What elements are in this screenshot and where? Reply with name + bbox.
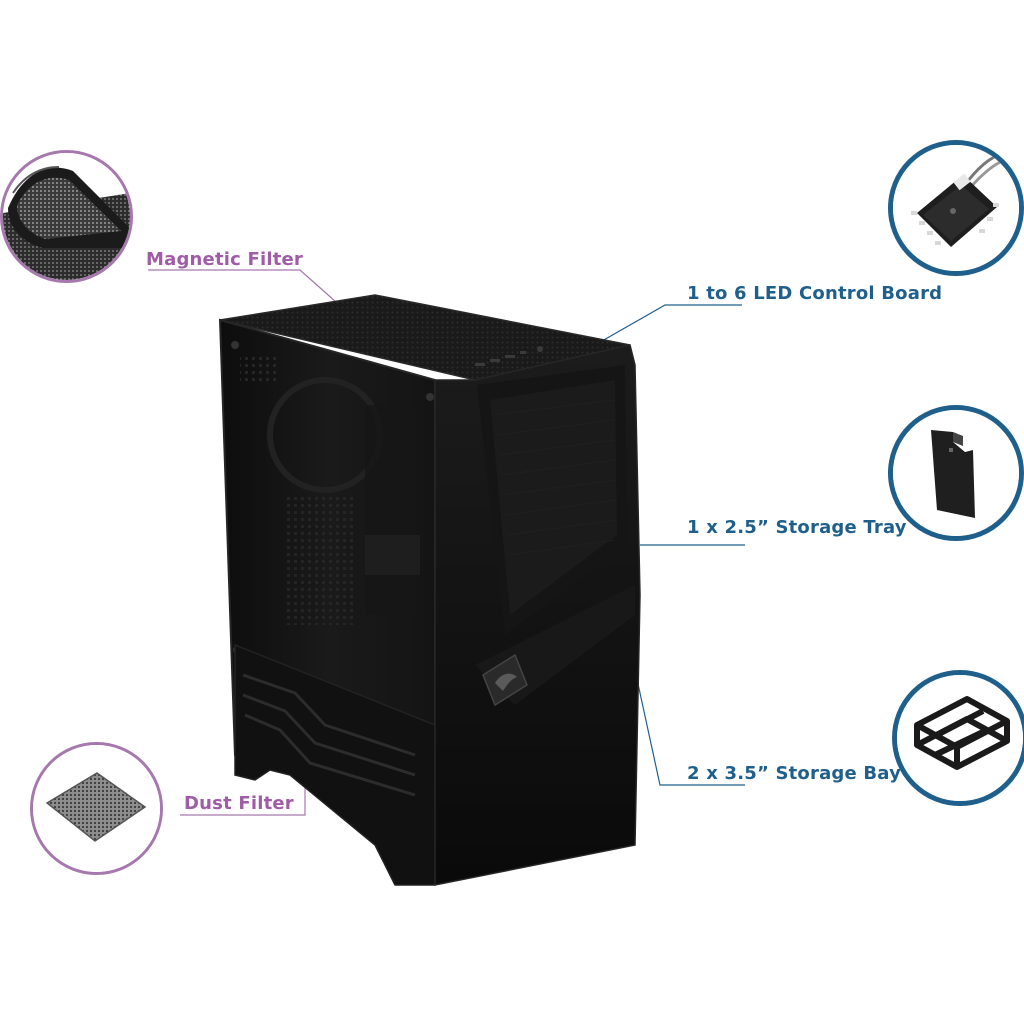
storage-tray-circle (888, 405, 1024, 541)
led-control-board-icon (893, 145, 1019, 271)
storage-bay-icon (897, 675, 1023, 801)
magnetic-filter-icon (3, 153, 130, 280)
dust-filter-icon (33, 745, 160, 872)
dust-filter-label: Dust Filter (184, 793, 294, 814)
magnetic-filter-label: Magnetic Filter (146, 249, 304, 270)
pc-case-image (215, 285, 655, 900)
dust-filter-circle (30, 742, 163, 875)
storage-bay-label: 2 x 3.5” Storage Bay (687, 763, 902, 784)
led-control-board-label: 1 to 6 LED Control Board (687, 283, 943, 304)
storage-bay-circle (892, 670, 1024, 806)
storage-tray-icon (893, 410, 1019, 536)
magnetic-filter-circle (0, 150, 133, 283)
msi-dragon-logo (482, 653, 528, 707)
storage-tray-label: 1 x 2.5” Storage Tray (687, 517, 907, 538)
led-control-board-circle (888, 140, 1024, 276)
